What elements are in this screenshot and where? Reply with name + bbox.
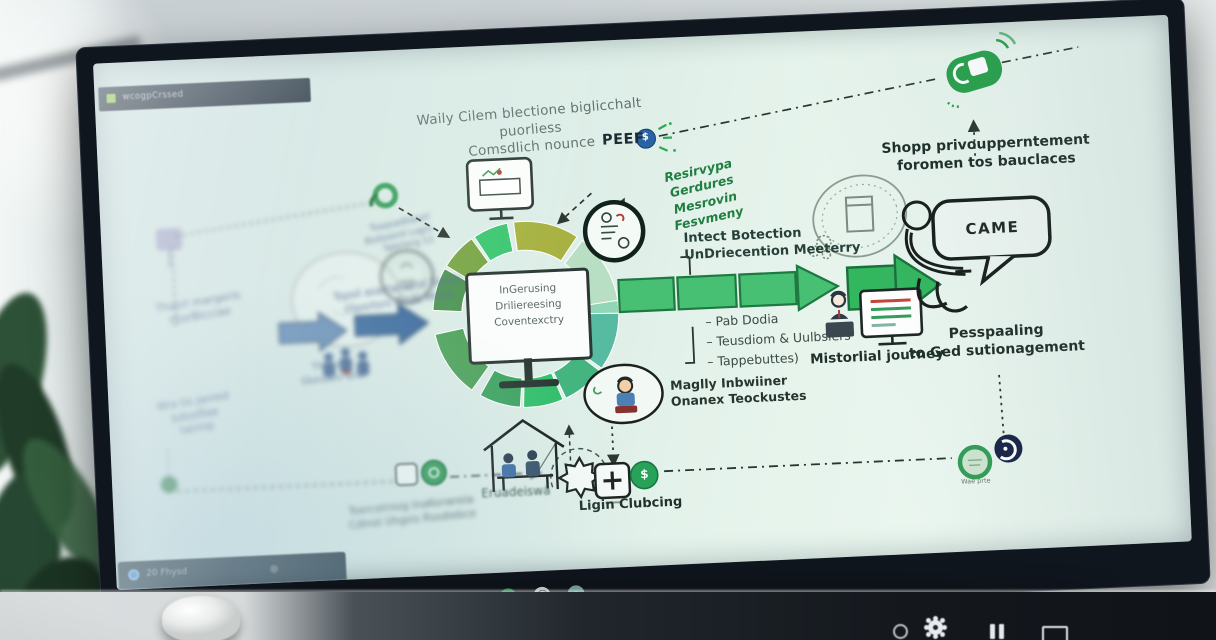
titlebar-text: wcogpCrssed xyxy=(122,89,184,103)
purple-node-icon xyxy=(155,228,183,251)
central-monitor-text: InGerusing Driliereesing Coventexctry xyxy=(468,280,588,333)
green-status-icon xyxy=(957,444,993,480)
app-icon xyxy=(106,93,116,104)
dollar-coin-glyph: $ xyxy=(639,466,649,482)
document-circle-icon xyxy=(582,199,646,263)
central-monitor-stand xyxy=(523,358,533,381)
peff-label: PEEF xyxy=(601,130,645,149)
dotted-connector xyxy=(177,480,395,493)
dotted-connector xyxy=(166,450,170,479)
screen: wcogpCrssed Waily Cilem blectione biglic… xyxy=(93,14,1192,591)
ring-segment xyxy=(479,369,523,408)
chart-monitor-icon xyxy=(465,156,535,221)
doc-tile-icon xyxy=(394,462,419,487)
peff-coin-glyph: $ xyxy=(641,131,650,143)
dotted-connector xyxy=(998,374,1005,437)
speech-bubble-text: CAME xyxy=(965,217,1020,239)
phone-icon xyxy=(946,31,1017,108)
green-dot-icon xyxy=(160,476,178,494)
green-ring-icon xyxy=(372,182,399,209)
green-coin-icon xyxy=(420,459,447,486)
ring-segment xyxy=(512,220,578,262)
bubble-label: Maglly Inbwiiner Onanex Teockustes xyxy=(670,372,807,411)
monitor: wcogpCrssed Waily Cilem blectione biglic… xyxy=(75,0,1211,634)
taskbar-app-icon[interactable] xyxy=(127,569,140,581)
dashdot-connector xyxy=(1001,46,1079,64)
house-icon xyxy=(483,418,565,493)
taskbar-secondary-icon[interactable] xyxy=(269,564,279,574)
central-monitor-node: InGerusing Driliereesing Coventexctry xyxy=(464,267,593,365)
dotted-down-arrow xyxy=(606,426,620,467)
taskbar-text: 20 Fhysd xyxy=(145,566,188,579)
purple-node-stem xyxy=(168,250,172,269)
bracket-bottom xyxy=(685,326,696,365)
desk-edge xyxy=(0,590,1216,593)
cup xyxy=(162,596,240,640)
dashdot-connector xyxy=(664,457,952,473)
dashdot-connector xyxy=(658,77,940,137)
status-circles xyxy=(957,434,1023,480)
